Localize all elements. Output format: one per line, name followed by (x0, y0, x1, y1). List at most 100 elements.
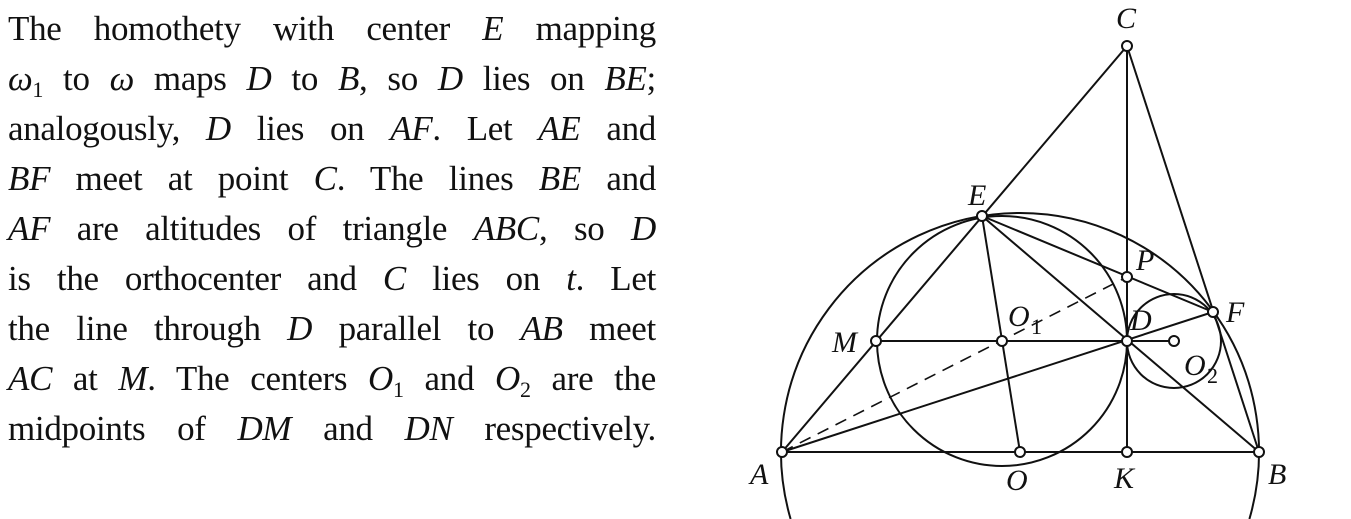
text-line: BF meet at point C. The lines BE and (8, 154, 656, 204)
math-symbol: C (382, 259, 406, 298)
point-label-a: A (748, 458, 769, 491)
point-label-c: C (1116, 2, 1137, 35)
text-run: and (580, 109, 656, 148)
math-symbol: BF (8, 159, 51, 198)
text-run: parallel to (312, 309, 521, 348)
text-line: analogously, D lies on AF. Let AE and (8, 104, 656, 154)
line-eb (981, 215, 1260, 453)
point-label-e: E (967, 179, 986, 212)
text-run: lies on (405, 259, 567, 298)
text-run: lies on (230, 109, 391, 148)
math-symbol: ω (109, 59, 135, 98)
point-marker (1121, 40, 1133, 52)
point-label-f: F (1225, 296, 1245, 329)
text-line: is the orthocenter and C lies on t. Let (8, 254, 656, 304)
subscript: 1 (32, 77, 44, 102)
text-run: analogously, (8, 109, 206, 148)
point-label-m: M (831, 326, 859, 359)
text-run: respectively. (452, 409, 656, 448)
point-marker (1121, 271, 1133, 283)
math-symbol: t (566, 259, 576, 298)
text-run: ; (646, 59, 657, 98)
text-run: , so (538, 209, 632, 248)
math-symbol: O (368, 359, 394, 398)
text-run: and (580, 159, 656, 198)
point-marker (976, 210, 988, 222)
text-run: The homothety with center (8, 9, 483, 48)
text-run: midpoints of (8, 409, 238, 448)
point-marker (1121, 335, 1133, 347)
math-symbol: BE (604, 59, 647, 98)
math-symbol: B (337, 59, 360, 98)
text-run: . The lines (336, 159, 539, 198)
text-run: are the (530, 359, 656, 398)
text-run: meet (562, 309, 656, 348)
math-symbol: D (437, 59, 463, 98)
circle-omega (780, 212, 1260, 519)
math-symbol: DN (404, 409, 453, 448)
point-label-p: P (1135, 244, 1154, 277)
text-run: at (52, 359, 119, 398)
math-symbol: AF (8, 209, 51, 248)
point-label-subscript: 1 (1031, 314, 1042, 339)
line-bc (1126, 45, 1260, 453)
text-line: The homothety with center E mapping (8, 4, 656, 54)
text-run: meet at point (50, 159, 314, 198)
math-symbol: E (482, 9, 504, 48)
point-label-k: K (1113, 462, 1136, 495)
text-line: AF are altitudes of triangle ABC, so D (8, 204, 656, 254)
text-run: lies on (462, 59, 605, 98)
subscript: 1 (393, 377, 404, 402)
point-marker (1014, 446, 1026, 458)
text-run: to (43, 59, 110, 98)
point-marker (996, 335, 1008, 347)
text-run: are altitudes of triangle (50, 209, 474, 248)
math-symbol: AB (520, 309, 563, 348)
point-marker (1168, 335, 1180, 347)
line-af (781, 311, 1214, 453)
text-run: the line through (8, 309, 288, 348)
math-symbol: D (287, 309, 313, 348)
point-label-b: B (1268, 458, 1286, 491)
text-run: . Let (575, 259, 657, 298)
text-run: and (291, 409, 405, 448)
text-run: maps (134, 59, 247, 98)
line-ap-dashed (781, 276, 1128, 453)
math-symbol: C (313, 159, 337, 198)
text-run: to (271, 59, 338, 98)
point-label-subscript: 2 (1207, 363, 1218, 388)
math-symbol: D (246, 59, 272, 98)
point-label-o: O (1006, 464, 1028, 497)
text-line: AC at M. The centers O1 and O2 are the (8, 354, 656, 404)
text-line: the line through D parallel to AB meet (8, 304, 656, 354)
subscript: 2 (519, 377, 531, 402)
text-run: mapping (503, 9, 657, 48)
point-label-o2: O (1184, 349, 1206, 382)
math-symbol: AE (538, 109, 581, 148)
text-run: and (403, 359, 495, 398)
math-symbol: D (205, 109, 231, 148)
point-marker (1207, 306, 1219, 318)
text-run: is the orthocenter and (8, 259, 383, 298)
math-symbol: ABC (473, 209, 540, 248)
math-symbol: AC (8, 359, 53, 398)
point-label-o1: O (1008, 300, 1030, 333)
point-label-d: D (1129, 304, 1152, 337)
math-symbol: AF (390, 109, 433, 148)
math-symbol: M (118, 359, 148, 398)
line-eo (981, 215, 1021, 453)
text-run: . Let (432, 109, 539, 148)
text-run: . The centers (147, 359, 369, 398)
point-marker (870, 335, 882, 347)
line-ef (981, 215, 1214, 313)
point-marker (1253, 446, 1265, 458)
math-symbol: DM (237, 409, 292, 448)
math-symbol: BE (538, 159, 581, 198)
math-symbol: ω (8, 59, 33, 98)
text-run: , so (359, 59, 438, 98)
line-ac (781, 45, 1128, 453)
math-symbol: O (495, 359, 520, 398)
math-symbol: D (631, 209, 657, 248)
